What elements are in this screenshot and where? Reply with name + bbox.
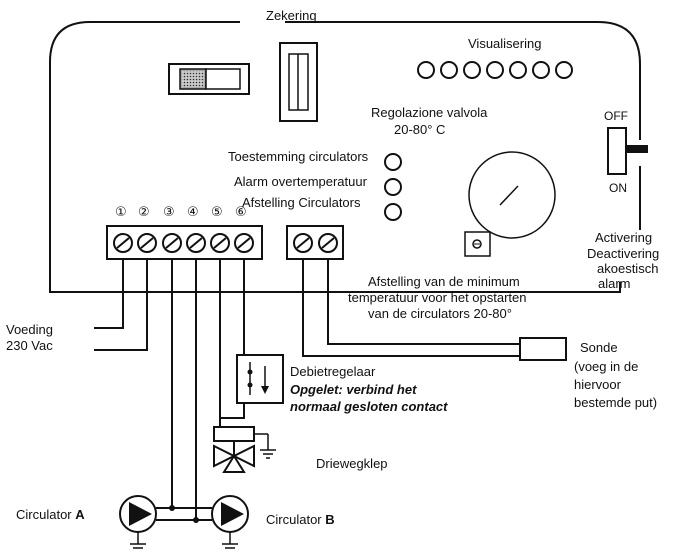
minimum-line1: Afstelling van de minimum [368,274,520,289]
junction-dot [169,505,175,511]
selector-switch[interactable] [168,63,250,95]
terminal-block-sensor [286,225,344,260]
terminal-block-main [106,225,263,260]
svg-text:⑤: ⑤ [211,205,223,220]
power-line1: Voeding [6,322,53,337]
switch-off-label: OFF [604,109,628,123]
terminal-numbers: ① ② ③ ④ ⑤ ⑥ [115,205,247,220]
svg-text:③: ③ [163,205,175,220]
status-led-column [384,153,402,221]
display-label: Visualisering [468,36,541,51]
three-way-valve [213,426,276,473]
fuse-label: Zekering [266,8,317,23]
flow-switch [236,354,284,404]
sensor-probe [519,337,567,361]
valve-label-line1: Regolazione valvola [371,105,488,120]
activation-line3: akoestisch [597,261,658,276]
led2-label: Alarm overtemperatuur [234,174,368,189]
display-led-row [417,61,573,79]
flow-switch-wires [220,403,245,419]
alarm-toggle-switch[interactable] [607,127,648,175]
svg-text:⑥: ⑥ [235,205,247,220]
flow-line1: Debietregelaar [290,364,376,379]
fuse-holder [279,42,318,122]
circulator-b-label: Circulator B [266,512,335,527]
led1-label: Toestemming circulators [228,149,369,164]
circulator-a-symbol [119,495,157,549]
svg-text:④: ④ [187,205,199,220]
circulator-b-symbol [211,495,249,549]
sensor-line2: (voeg in de [574,359,638,374]
led3-label: Afstelling Circulators [242,195,361,210]
sensor-line1: Sonde [580,340,618,355]
switch-on-label: ON [609,181,627,195]
valve-label-line2: 20-80° C [394,122,445,137]
minimum-temperature-trimmer[interactable] [464,231,491,257]
minimum-line2: temperatuur voor het opstarten [348,290,527,305]
sensor-line4: bestemde put) [574,395,657,410]
circulator-wiring [156,507,212,521]
terminal-wires [94,259,520,520]
control-box-outline [49,21,641,293]
activation-line1: Activering [595,230,652,245]
junction-dot [193,517,199,523]
circulator-a-label: Circulator A [16,507,85,522]
three-way-label: Driewegklep [316,456,388,471]
sensor-line3: hiervoor [574,377,622,392]
flow-line2: Opgelet: verbind het [290,382,417,397]
power-line2: 230 Vac [6,338,53,353]
activation-line4: alarm [598,276,631,291]
activation-line2: Deactivering [587,246,659,261]
valve-dial[interactable] [468,151,556,239]
svg-text:②: ② [138,205,150,220]
svg-text:①: ① [115,205,127,220]
flow-line3: normaal gesloten contact [290,399,448,414]
minimum-line3: van de circulators 20-80° [368,306,512,321]
